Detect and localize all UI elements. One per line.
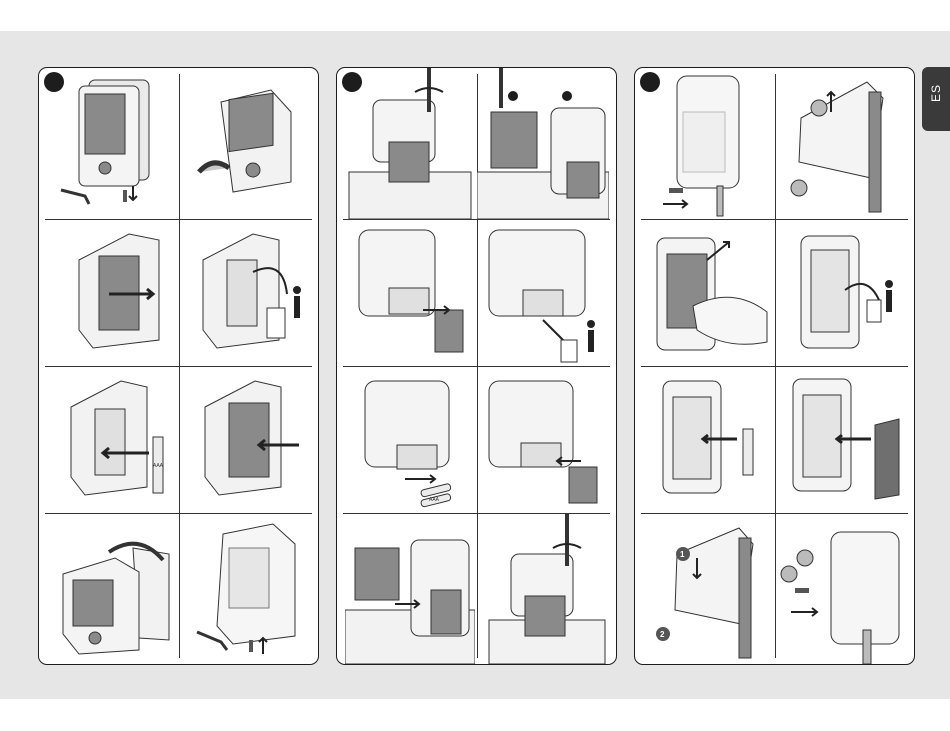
battery-label: AAA (429, 497, 440, 503)
step-insert-new-battery: AAA (49, 367, 174, 512)
step-number: 2 (660, 630, 665, 639)
step-refit-screw (183, 514, 308, 659)
battery-label: AAA (153, 463, 164, 469)
step-dispose-old-battery-3 (775, 220, 907, 365)
step-pull-battery-drawer (49, 220, 174, 365)
step-insert-battery-3 (643, 367, 773, 512)
step-number: 1 (680, 550, 685, 559)
step-lift-cover (183, 72, 308, 217)
instruction-panel-1: AAA (38, 67, 319, 665)
step-slide-out-tray (345, 220, 475, 365)
step-unscrew-base (345, 68, 475, 219)
step-detach-bracket (477, 68, 609, 219)
step-refit-screw-3 (775, 514, 907, 664)
step-unscrew-housing (49, 72, 174, 217)
language-tab[interactable]: ES (922, 67, 950, 131)
step-dispose-old-battery (183, 220, 308, 365)
step-slide-drawer-in (183, 367, 308, 512)
step-attach-cover-3 (775, 367, 907, 512)
step-slide-in-tray (477, 367, 609, 512)
step-insert-batteries: AAA (345, 367, 475, 512)
step-remove-screw (643, 68, 773, 219)
step-dispose-old-battery-2 (477, 220, 609, 365)
instruction-panel-2: AAA (336, 67, 617, 665)
step-attach-bracket (345, 514, 475, 664)
step-refit-screw-2 (477, 514, 609, 664)
language-tab-label: ES (929, 86, 943, 102)
step-lift-cover-3 (775, 68, 907, 219)
step-remove-module (643, 220, 773, 365)
step-close-housing (49, 514, 174, 659)
